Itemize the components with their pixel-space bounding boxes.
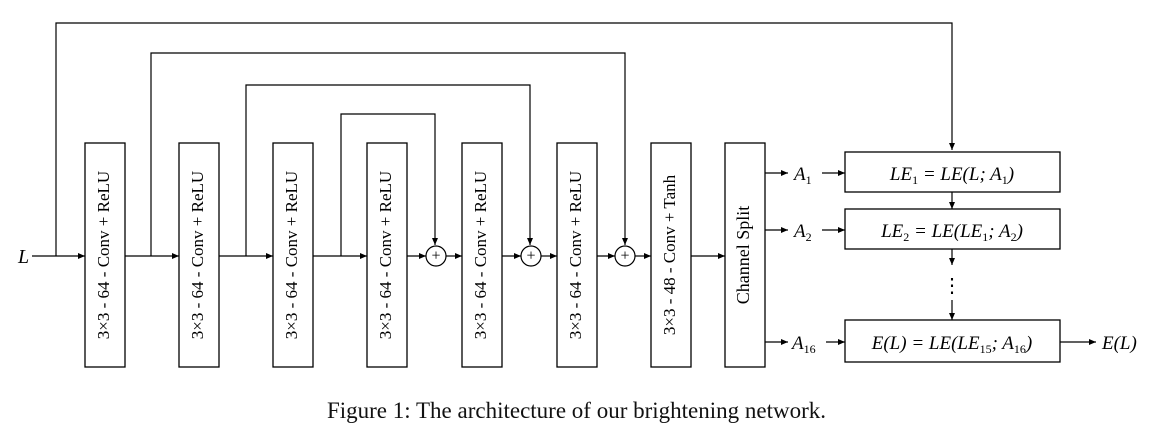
conv-layer-7: 3×3 - 48 - Conv + Tanh [650,142,692,368]
input-label: L [17,246,29,268]
final-output-label: E(L) [1101,333,1137,354]
conv-layer-5: 3×3 - 64 - Conv + ReLU [461,142,503,368]
svg-text:3×3 - 64 - Conv + ReLU: 3×3 - 64 - Conv + ReLU [94,171,113,339]
skip-connection-2 [150,52,628,256]
svg-text:LE1 = LE(L; A1): LE1 = LE(L; A1) [889,164,1014,187]
le-block-2: LE2 = LE(LE1; A2) [844,208,1061,250]
svg-text:Channel Split: Channel Split [733,206,753,305]
svg-text:3×3 - 64 - Conv + ReLU: 3×3 - 64 - Conv + ReLU [188,171,207,339]
conv-layer-2: 3×3 - 64 - Conv + ReLU [178,142,220,368]
skip-connection-3 [245,84,533,256]
conv-layer-6: 3×3 - 64 - Conv + ReLU [556,142,598,368]
a-label-2: A2 [792,221,812,244]
svg-text:+: + [431,248,440,265]
add-node-2: + [520,245,542,267]
le-block-1: LE1 = LE(L; A1) [844,151,1061,193]
architecture-diagram: L 3×3 - 64 - Conv + ReLU 3×3 - 64 - Conv… [17,22,1137,368]
add-node-3: + [614,245,636,267]
svg-text:+: + [526,248,535,265]
conv-layer-1: 3×3 - 64 - Conv + ReLU [84,142,126,368]
svg-text:3×3 - 48 - Conv + Tanh: 3×3 - 48 - Conv + Tanh [660,174,679,335]
a-label-16: A16 [790,333,816,356]
skip-connections [55,22,955,256]
svg-text:3×3 - 64 - Conv + ReLU: 3×3 - 64 - Conv + ReLU [376,171,395,339]
conv-layer-3: 3×3 - 64 - Conv + ReLU [272,142,314,368]
le-block-16: E(L) = LE(LE15; A16) [844,319,1061,363]
svg-text:3×3 - 64 - Conv + ReLU: 3×3 - 64 - Conv + ReLU [471,171,490,339]
svg-text:E(L) = LE(LE15; A16): E(L) = LE(LE15; A16) [871,333,1033,356]
a-label-1: A1 [792,164,812,187]
figure-caption: Figure 1: The architecture of our bright… [326,398,827,423]
svg-text:LE2 = LE(LE1; A2): LE2 = LE(LE1; A2) [880,221,1023,244]
svg-text:3×3 - 64 - Conv + ReLU: 3×3 - 64 - Conv + ReLU [282,171,301,339]
skip-connection-4 [340,113,438,256]
svg-text:3×3 - 64 - Conv + ReLU: 3×3 - 64 - Conv + ReLU [566,171,585,339]
channel-split-block: Channel Split [724,142,766,368]
add-node-1: + [425,245,447,267]
svg-text:+: + [620,248,629,265]
ellipsis-dots: ⋮ [942,275,962,297]
split-output-wires [765,170,845,345]
conv-layer-4: 3×3 - 64 - Conv + ReLU [366,142,408,368]
skip-connection-1 [55,22,955,256]
